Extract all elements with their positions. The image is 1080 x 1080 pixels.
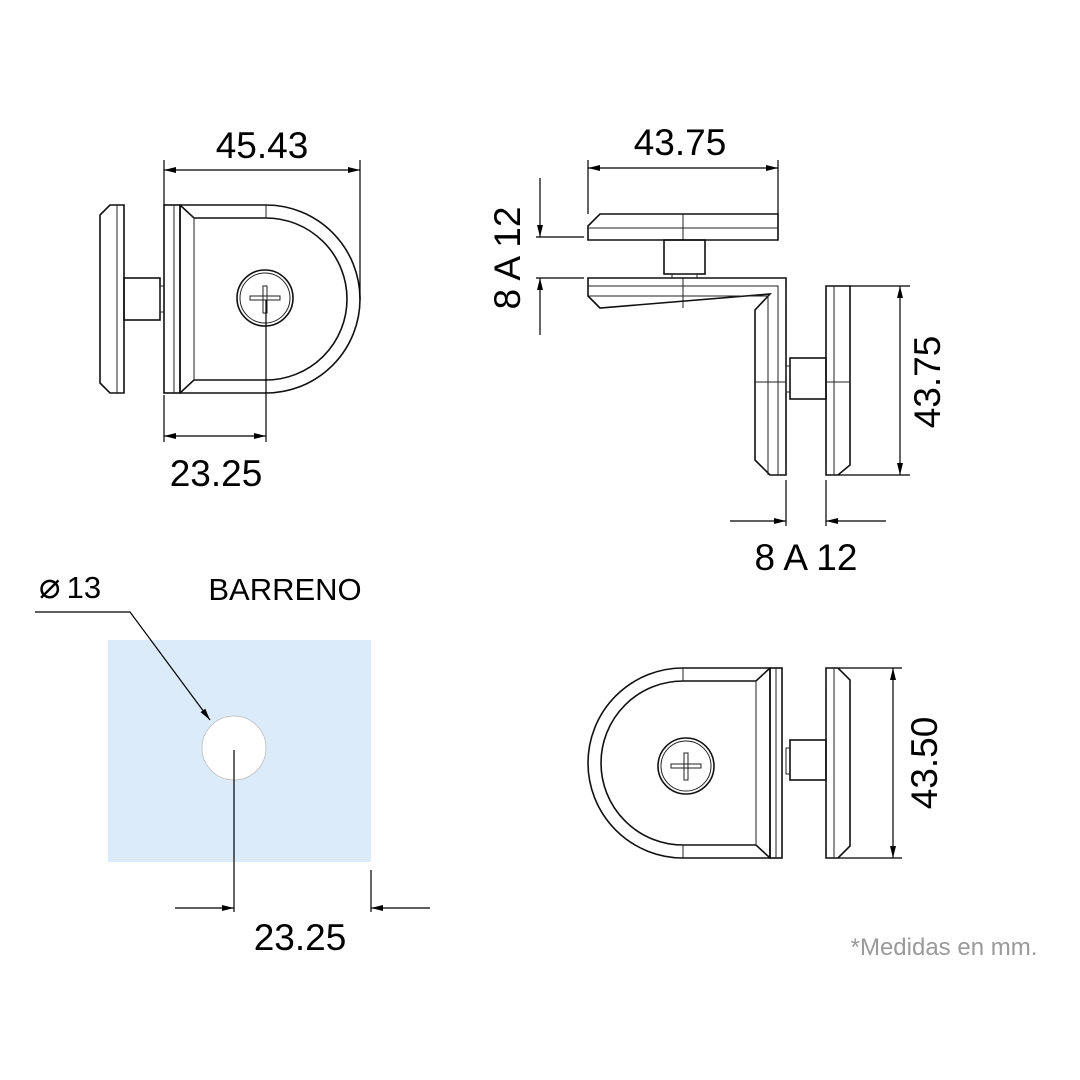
dim-label-side-screw-offset: 23.25 xyxy=(170,453,263,494)
glass-pad-left xyxy=(99,204,125,394)
stem xyxy=(123,277,161,321)
dim-label-top-width: 43.75 xyxy=(634,122,727,163)
hole-diameter-label: ⌀13 xyxy=(39,565,101,606)
dim-label-bottom-gap: 8 A 12 xyxy=(755,537,858,578)
clamp-body xyxy=(179,204,361,394)
dim-label-side-width: 45.43 xyxy=(216,125,309,166)
clamp-body xyxy=(587,667,771,859)
clamp-plate xyxy=(163,204,181,394)
front-view-clamp: 43.50 xyxy=(587,667,945,859)
dim-label-hole-offset: 23.25 xyxy=(254,917,347,958)
dim-label-top-height: 43.75 xyxy=(907,336,948,429)
side-view-clamp: 45.43 23.25 xyxy=(99,125,361,494)
clamp-body-inner xyxy=(179,204,348,394)
screw-icon xyxy=(236,269,294,327)
screw-icon xyxy=(657,737,715,795)
dim-label-front-height: 43.50 xyxy=(904,717,945,810)
glass-pad xyxy=(825,667,851,859)
l-bracket xyxy=(587,277,787,476)
diameter-leader xyxy=(35,611,211,721)
drill-template: ⌀13 BARRENO 23.25 xyxy=(35,565,430,958)
dim-label-top-gap: 8 A 12 xyxy=(487,207,528,310)
hole-label: BARRENO xyxy=(208,572,361,607)
side-glass-pad xyxy=(825,285,851,476)
top-view-clamp: 43.75 8 A 12 43.75 8 A 12 xyxy=(487,122,948,578)
units-note: *Medidas en mm. xyxy=(851,934,1038,961)
